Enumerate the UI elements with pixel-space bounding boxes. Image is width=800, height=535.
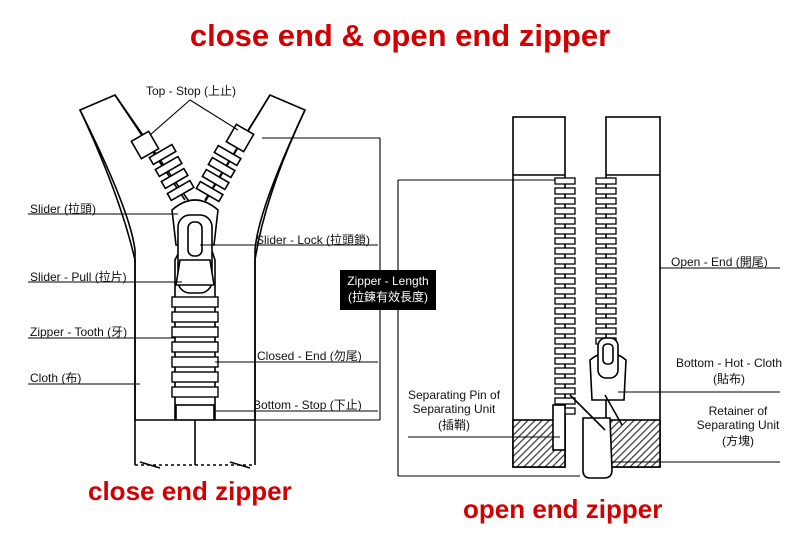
tooth xyxy=(595,227,617,235)
right-hot-cloth xyxy=(605,419,661,468)
tooth xyxy=(554,337,576,345)
tooth xyxy=(595,197,617,205)
bottom-hot-cloth-line2: (貼布) xyxy=(713,372,745,386)
teeth-closed xyxy=(171,296,219,398)
teeth-right-arm xyxy=(195,123,255,203)
tooth xyxy=(554,367,576,375)
tooth xyxy=(554,217,576,225)
tooth xyxy=(595,237,617,245)
tooth xyxy=(595,297,617,305)
label-separating-pin: Separating Pin of Separating Unit (插鞘) xyxy=(404,388,504,433)
tooth xyxy=(595,187,617,195)
tooth xyxy=(595,317,617,325)
label-bottom-hot-cloth: Bottom - Hot - Cloth (貼布) xyxy=(666,356,792,387)
close-end-zipper xyxy=(78,93,307,469)
label-slider: Slider (拉頭) xyxy=(30,202,97,216)
tooth xyxy=(554,177,576,185)
separating-pin xyxy=(552,404,566,451)
tooth xyxy=(554,397,576,405)
separating-pin-line3: (插鞘) xyxy=(438,418,470,432)
tooth xyxy=(595,217,617,225)
teeth-left-column xyxy=(554,177,576,415)
tooth xyxy=(554,387,576,395)
tooth xyxy=(595,207,617,215)
label-closed-end: Closed - End (勿尾) xyxy=(257,349,362,363)
tooth xyxy=(554,207,576,215)
caption-open-end: open end zipper xyxy=(463,494,663,524)
label-open-end: Open - End (開尾) xyxy=(671,255,768,269)
retainer-line2: Separating Unit xyxy=(696,418,780,432)
label-slider-lock: Slider - Lock (拉頭鎖) xyxy=(256,233,371,247)
close-end-leaders xyxy=(28,99,381,421)
teeth-left-arm xyxy=(130,130,195,202)
label-cloth: Cloth (布) xyxy=(30,371,82,385)
tooth xyxy=(595,257,617,265)
bottom-hot-cloth-line1: Bottom - Hot - Cloth xyxy=(675,356,783,370)
label-top-stop: Top - Stop (上止) xyxy=(146,84,237,98)
diagram-title: close end & open end zipper xyxy=(189,18,611,53)
label-zipper-length: Zipper - Length (拉鍊有效長度) xyxy=(340,270,436,310)
retainer-line3: (方塊) xyxy=(722,434,754,448)
tooth xyxy=(554,187,576,195)
tooth xyxy=(554,237,576,245)
zipper-length-line2: (拉鍊有效長度) xyxy=(348,290,428,304)
tooth xyxy=(554,247,576,255)
tooth xyxy=(554,257,576,265)
separating-pin-line1: Separating Pin of xyxy=(407,388,501,402)
caption-close-end: close end zipper xyxy=(88,476,292,506)
zipper-length-line1: Zipper - Length xyxy=(347,274,429,288)
tooth xyxy=(595,177,617,185)
tooth xyxy=(554,317,576,325)
tooth xyxy=(595,267,617,275)
tooth xyxy=(595,307,617,315)
tooth xyxy=(554,297,576,305)
retainer-block xyxy=(582,417,613,479)
tooth xyxy=(595,327,617,335)
tooth xyxy=(554,287,576,295)
tooth xyxy=(595,287,617,295)
tooth xyxy=(595,277,617,285)
label-bottom-stop: Bottom - Stop (下止) xyxy=(253,398,362,412)
open-end-leaders xyxy=(397,179,780,477)
retainer-line1: Retainer of xyxy=(708,404,768,418)
label-slider-pull: Slider - Pull (拉片) xyxy=(30,270,127,284)
tooth xyxy=(554,347,576,355)
open-end-zipper xyxy=(512,116,661,479)
tooth xyxy=(554,327,576,335)
tooth xyxy=(554,307,576,315)
tooth xyxy=(554,267,576,275)
label-zipper-tooth: Zipper - Tooth (牙) xyxy=(30,325,128,339)
tooth xyxy=(554,227,576,235)
label-retainer: Retainer of Separating Unit (方塊) xyxy=(684,404,792,449)
tooth xyxy=(554,277,576,285)
bottom-stop xyxy=(175,404,215,421)
teeth-right-column xyxy=(595,177,617,345)
tooth xyxy=(595,247,617,255)
separating-pin-line2: Separating Unit xyxy=(412,402,496,416)
tooth xyxy=(554,377,576,385)
tooth xyxy=(554,357,576,365)
tooth xyxy=(554,197,576,205)
